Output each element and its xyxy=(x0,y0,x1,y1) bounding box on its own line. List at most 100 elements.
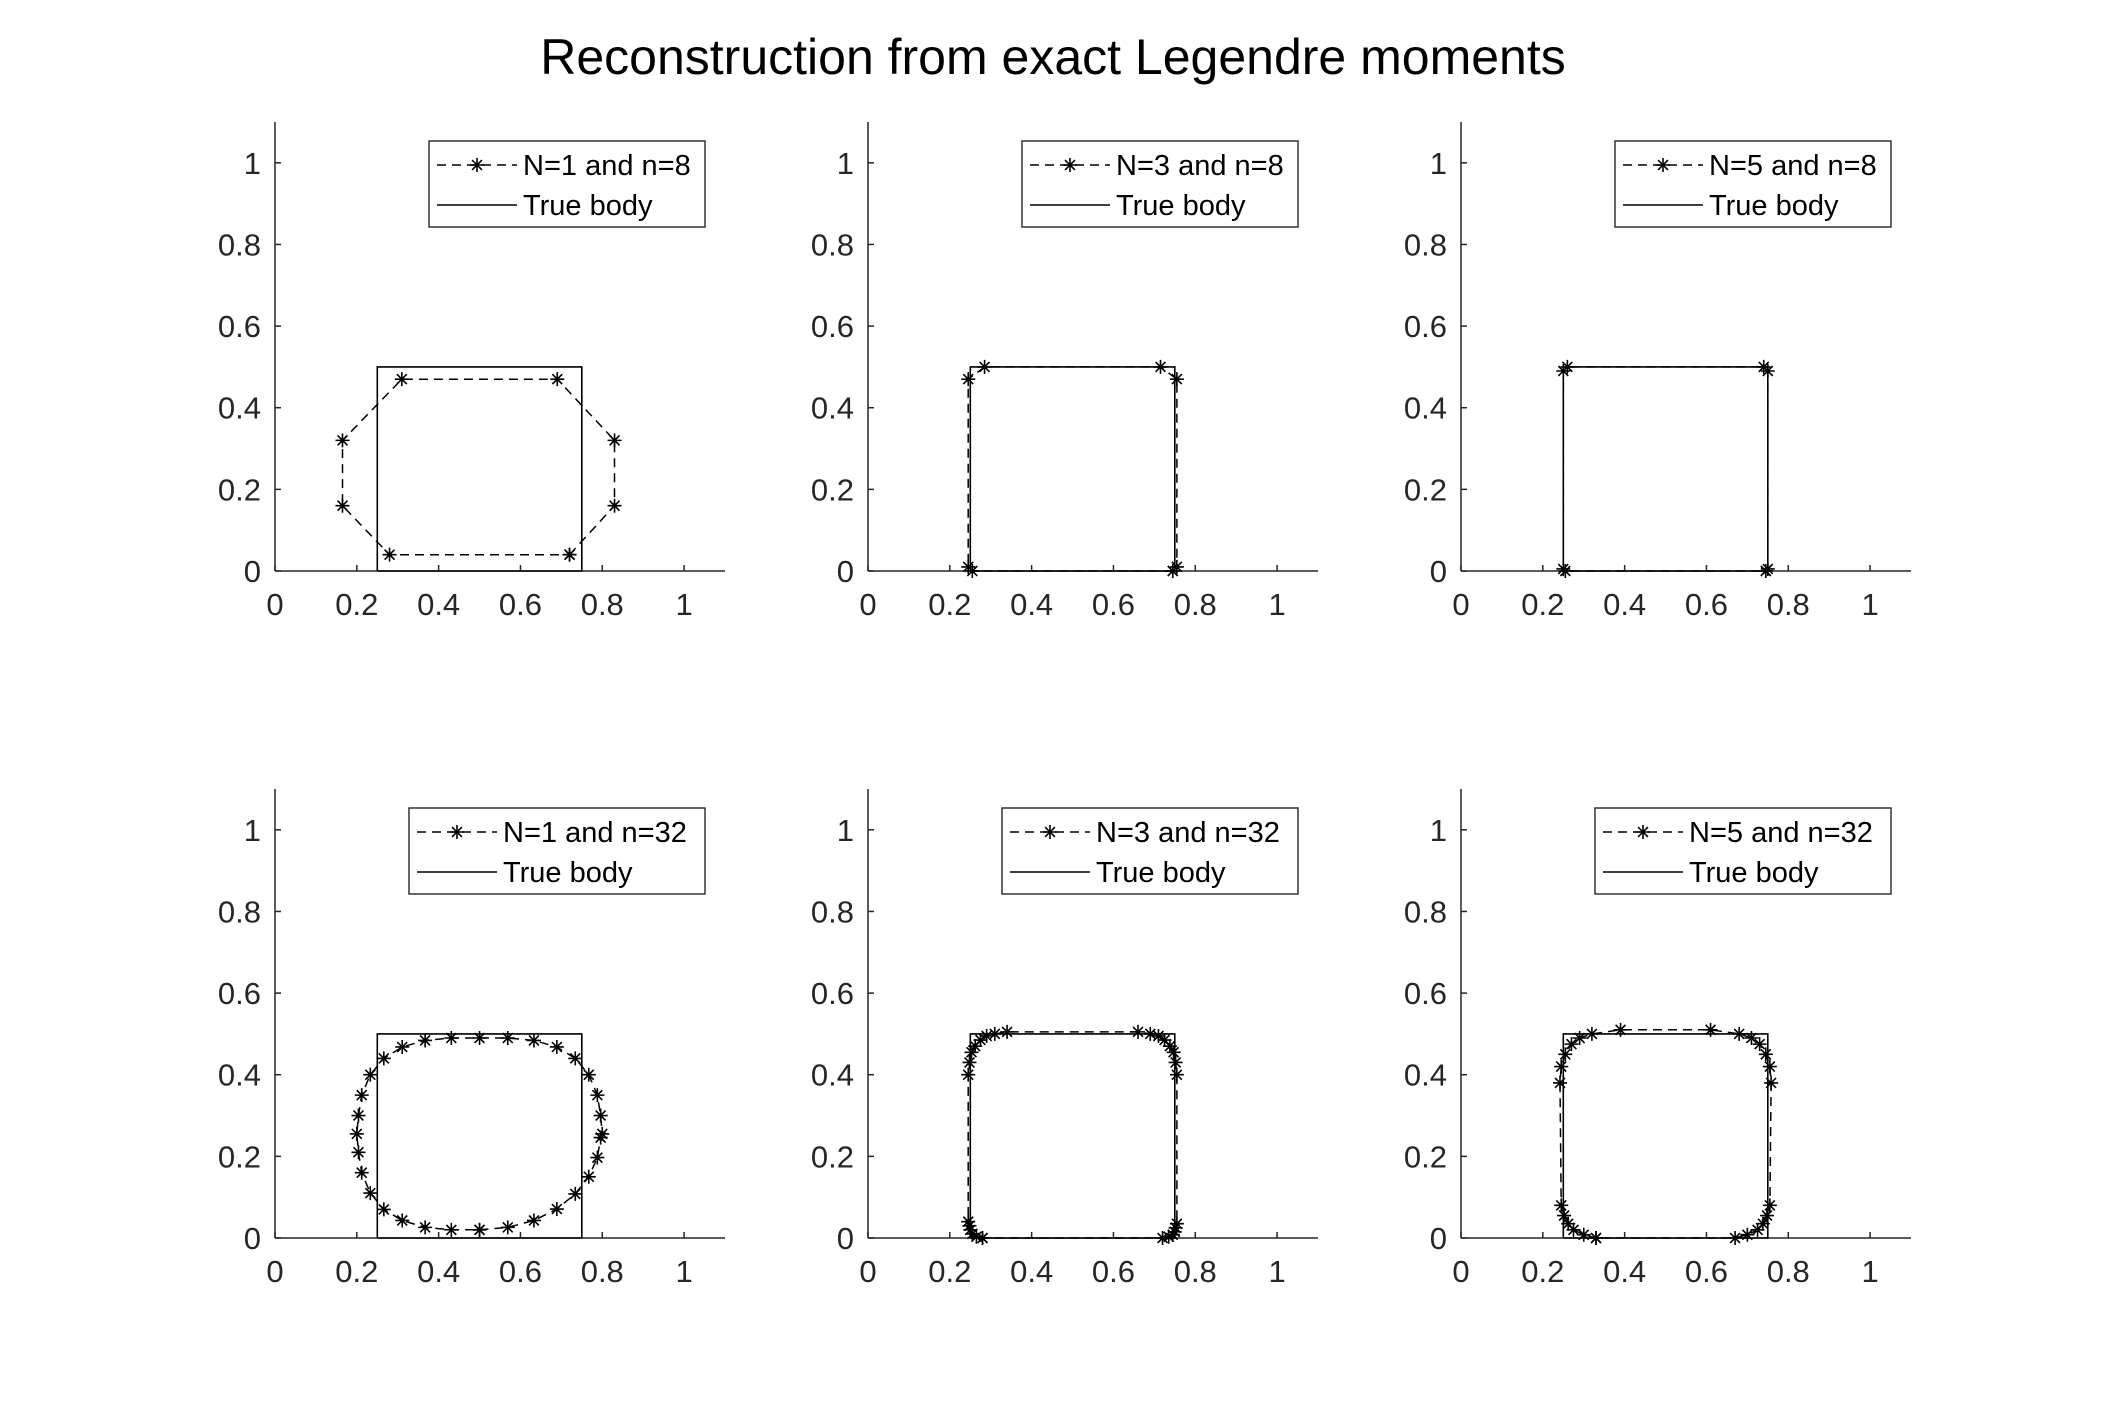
series-reconstruction-markers xyxy=(1553,1022,1779,1245)
data-point-marker xyxy=(1554,1059,1569,1074)
x-tick-label: 0.2 xyxy=(335,587,378,622)
y-tick-label: 0 xyxy=(244,1221,261,1256)
x-tick-label: 0.6 xyxy=(1092,1254,1135,1289)
x-tick-label: 0 xyxy=(1452,587,1469,622)
data-point-marker xyxy=(1161,1229,1176,1244)
data-point-marker xyxy=(607,498,622,513)
data-point-marker xyxy=(349,1126,364,1141)
x-tick-label: 0.8 xyxy=(1174,1254,1217,1289)
data-point-marker xyxy=(595,1126,610,1141)
data-point-marker xyxy=(962,1055,977,1070)
data-point-marker xyxy=(961,372,976,387)
data-point-marker xyxy=(394,372,409,387)
data-point-marker xyxy=(550,372,565,387)
y-tick-label: 0.2 xyxy=(218,1139,261,1174)
data-point-marker xyxy=(1755,1216,1770,1231)
data-point-marker xyxy=(395,1213,410,1228)
data-point-marker xyxy=(962,1218,977,1233)
legend-label: N=5 and n=8 xyxy=(1709,150,1877,182)
data-point-marker xyxy=(335,498,350,513)
y-tick-label: 1 xyxy=(244,813,261,848)
x-tick-label: 0.8 xyxy=(581,1254,624,1289)
x-tick-label: 0.8 xyxy=(1767,587,1810,622)
data-point-marker xyxy=(1744,1030,1759,1045)
y-tick-label: 0 xyxy=(837,1221,854,1256)
data-point-marker xyxy=(593,1130,608,1145)
x-tick-label: 1 xyxy=(675,1254,692,1289)
y-tick-label: 1 xyxy=(244,146,261,181)
data-point-marker xyxy=(354,1088,369,1103)
data-point-marker xyxy=(549,1202,564,1217)
y-tick-label: 0.2 xyxy=(218,472,261,507)
data-point-marker xyxy=(1762,1059,1777,1074)
y-tick-label: 0.8 xyxy=(1404,227,1447,262)
data-point-marker xyxy=(593,1108,608,1123)
data-point-marker xyxy=(351,1108,366,1123)
legend-label: True body xyxy=(1116,190,1246,222)
series-reconstruction-line xyxy=(356,1037,604,1231)
legend-label: N=1 and n=32 xyxy=(503,817,687,849)
data-point-marker xyxy=(1168,1220,1183,1235)
legend-box xyxy=(1614,140,1892,228)
y-tick-label: 0.6 xyxy=(811,309,854,344)
data-point-marker xyxy=(1703,1022,1718,1037)
legend-swatch-marker xyxy=(450,825,464,839)
y-tick-label: 0.6 xyxy=(1404,976,1447,1011)
data-point-marker xyxy=(382,547,397,562)
data-point-marker xyxy=(395,1039,410,1054)
data-point-marker xyxy=(1000,1024,1015,1039)
data-point-marker xyxy=(1740,1227,1755,1242)
data-point-marker xyxy=(964,1045,979,1060)
data-point-marker xyxy=(1169,1067,1184,1082)
data-point-marker xyxy=(1169,372,1184,387)
y-tick-label: 0.2 xyxy=(811,472,854,507)
series-reconstruction-line xyxy=(967,1031,1178,1239)
data-point-marker xyxy=(472,1222,487,1237)
legend-label: True body xyxy=(503,857,633,889)
data-point-marker xyxy=(418,1220,433,1235)
series-true-body xyxy=(1562,366,1769,572)
series-true-body xyxy=(969,366,1176,572)
series-reconstruction-markers xyxy=(335,372,622,562)
y-tick-label: 0.2 xyxy=(1404,472,1447,507)
data-point-marker xyxy=(363,1067,378,1082)
data-point-marker xyxy=(568,1051,583,1066)
series-reconstruction-markers xyxy=(1556,359,1775,578)
data-point-marker xyxy=(363,1186,378,1201)
data-point-marker xyxy=(1151,1028,1166,1043)
series-reconstruction-line xyxy=(341,378,616,556)
x-tick-label: 0 xyxy=(266,587,283,622)
data-point-marker xyxy=(1576,1227,1591,1242)
data-point-marker xyxy=(607,433,622,448)
data-point-marker xyxy=(472,1030,487,1045)
legend-label: N=5 and n=32 xyxy=(1689,817,1873,849)
series-true-body xyxy=(376,1033,583,1239)
legend-swatch-marker xyxy=(1636,825,1650,839)
x-tick-label: 0.4 xyxy=(1603,587,1646,622)
y-tick-label: 1 xyxy=(837,813,854,848)
y-tick-label: 1 xyxy=(837,146,854,181)
x-tick-label: 0.8 xyxy=(581,587,624,622)
data-point-marker xyxy=(1165,1227,1180,1242)
data-point-marker xyxy=(1162,1039,1177,1054)
x-tick-label: 0.6 xyxy=(499,587,542,622)
x-tick-label: 1 xyxy=(1861,1254,1878,1289)
data-point-marker xyxy=(376,1051,391,1066)
y-tick-label: 0.4 xyxy=(218,1058,261,1093)
series-true-body xyxy=(376,366,583,572)
data-point-marker xyxy=(351,1145,366,1160)
y-tick-label: 0.4 xyxy=(811,391,854,426)
x-tick-label: 0.4 xyxy=(1010,1254,1053,1289)
legend-label: True body xyxy=(1689,857,1819,889)
data-point-marker xyxy=(979,1028,994,1043)
data-point-marker xyxy=(1750,1222,1765,1237)
legend-box xyxy=(1001,807,1299,895)
x-tick-label: 0.2 xyxy=(1521,1254,1564,1289)
x-tick-label: 0.6 xyxy=(1685,1254,1728,1289)
